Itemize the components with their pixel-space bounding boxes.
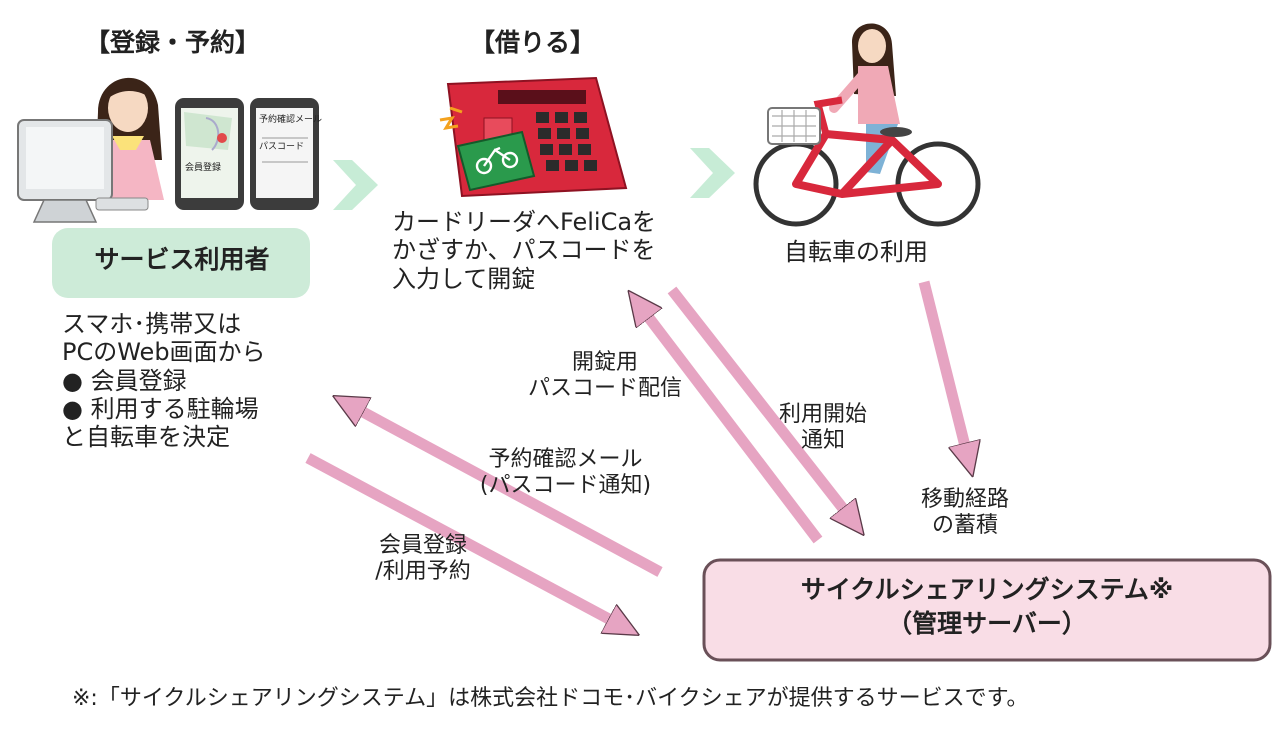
phone-left-label: 会員登録 xyxy=(185,163,222,173)
rider-icon xyxy=(829,23,900,174)
flow-arrow-passcode-icon xyxy=(640,306,823,544)
flow-label-start: 利用開始 通知 xyxy=(758,402,888,454)
flow-arrow-route-icon xyxy=(918,280,968,458)
unlock-description: カードリーダへFeliCaを かざすか、パスコードを 入力して開錠 xyxy=(392,208,656,293)
user-desc-line: ● 利用する駐輪場 xyxy=(62,394,259,423)
unlock-desc-line: 入力して開錠 xyxy=(392,264,536,293)
flow-label-line: 開錠用 xyxy=(571,350,638,375)
unlock-desc-line: かざすか、パスコードを xyxy=(392,236,656,265)
signal-spark-icon xyxy=(439,106,463,131)
flow-label-member: 会員登録 /利用予約 xyxy=(348,533,498,585)
system-box xyxy=(702,558,1272,662)
ic-card-icon xyxy=(456,130,536,192)
flow-label-line: 移動経路 xyxy=(920,487,1009,512)
user-desc-line: と自転車を決定 xyxy=(62,423,230,452)
flow-label-line: の蓄積 xyxy=(931,512,998,538)
flow-label-route: 移動経路 の蓄積 xyxy=(900,487,1030,539)
user-desc-line: PCのWeb画面から xyxy=(62,338,266,367)
flow-arrow-mail-icon xyxy=(350,405,663,577)
flow-label-passcode: 開錠用 パスコード配信 xyxy=(505,350,705,402)
user-desc-line: スマホ･携帯又は xyxy=(62,310,242,338)
flow-arrow-start-icon xyxy=(667,286,852,520)
unlock-desc-line: カードリーダへFeliCaを xyxy=(392,208,657,236)
flow-label-line: 会員登録 xyxy=(378,533,467,558)
system-subtitle: （管理サーバー） xyxy=(887,608,1087,638)
pc-monitor-icon xyxy=(17,119,149,223)
smartphone-right-icon xyxy=(250,98,319,210)
user-box xyxy=(52,228,310,298)
smartphone-left-icon xyxy=(175,98,244,210)
bike-label: 自転車の利用 xyxy=(784,238,928,266)
flow-label-line: 通知 xyxy=(800,427,845,453)
flow-label-mail: 予約確認メール (パスコード通知) xyxy=(458,447,673,499)
user-description: スマホ･携帯又は PCのWeb画面から ● 会員登録 ● 利用する駐輪場 と自転… xyxy=(62,310,266,452)
process-arrow-2-icon xyxy=(690,148,735,198)
flow-label-line: (パスコード通知) xyxy=(479,472,652,498)
system-box-text: サイクルシェアリングシステム※ （管理サーバー） xyxy=(720,573,1254,641)
user-box-title: サービス利用者 xyxy=(94,245,270,274)
system-title: サイクルシェアリングシステム※ xyxy=(800,575,1174,604)
footnote: ※:「サイクルシェアリングシステム」は株式会社ドコモ･バイクシェアが提供するサー… xyxy=(72,686,1029,711)
bicycle-icon xyxy=(753,96,981,227)
flow-label-line: /利用予約 xyxy=(375,558,471,584)
flow-label-line: パスコード配信 xyxy=(527,375,682,401)
flow-label-line: 予約確認メール xyxy=(488,447,643,472)
flow-arrow-member-icon xyxy=(305,453,622,626)
flow-label-line: 利用開始 xyxy=(778,402,867,427)
phone-right-line1: 予約確認メール xyxy=(259,115,323,125)
process-arrow-1-icon xyxy=(333,160,378,210)
user-desc-line: ● 会員登録 xyxy=(62,366,187,395)
heading-rent: 【借りる】 xyxy=(470,28,596,57)
phone-right-line2: パスコード xyxy=(259,142,305,152)
heading-register: 【登録・予約】 xyxy=(85,28,261,57)
